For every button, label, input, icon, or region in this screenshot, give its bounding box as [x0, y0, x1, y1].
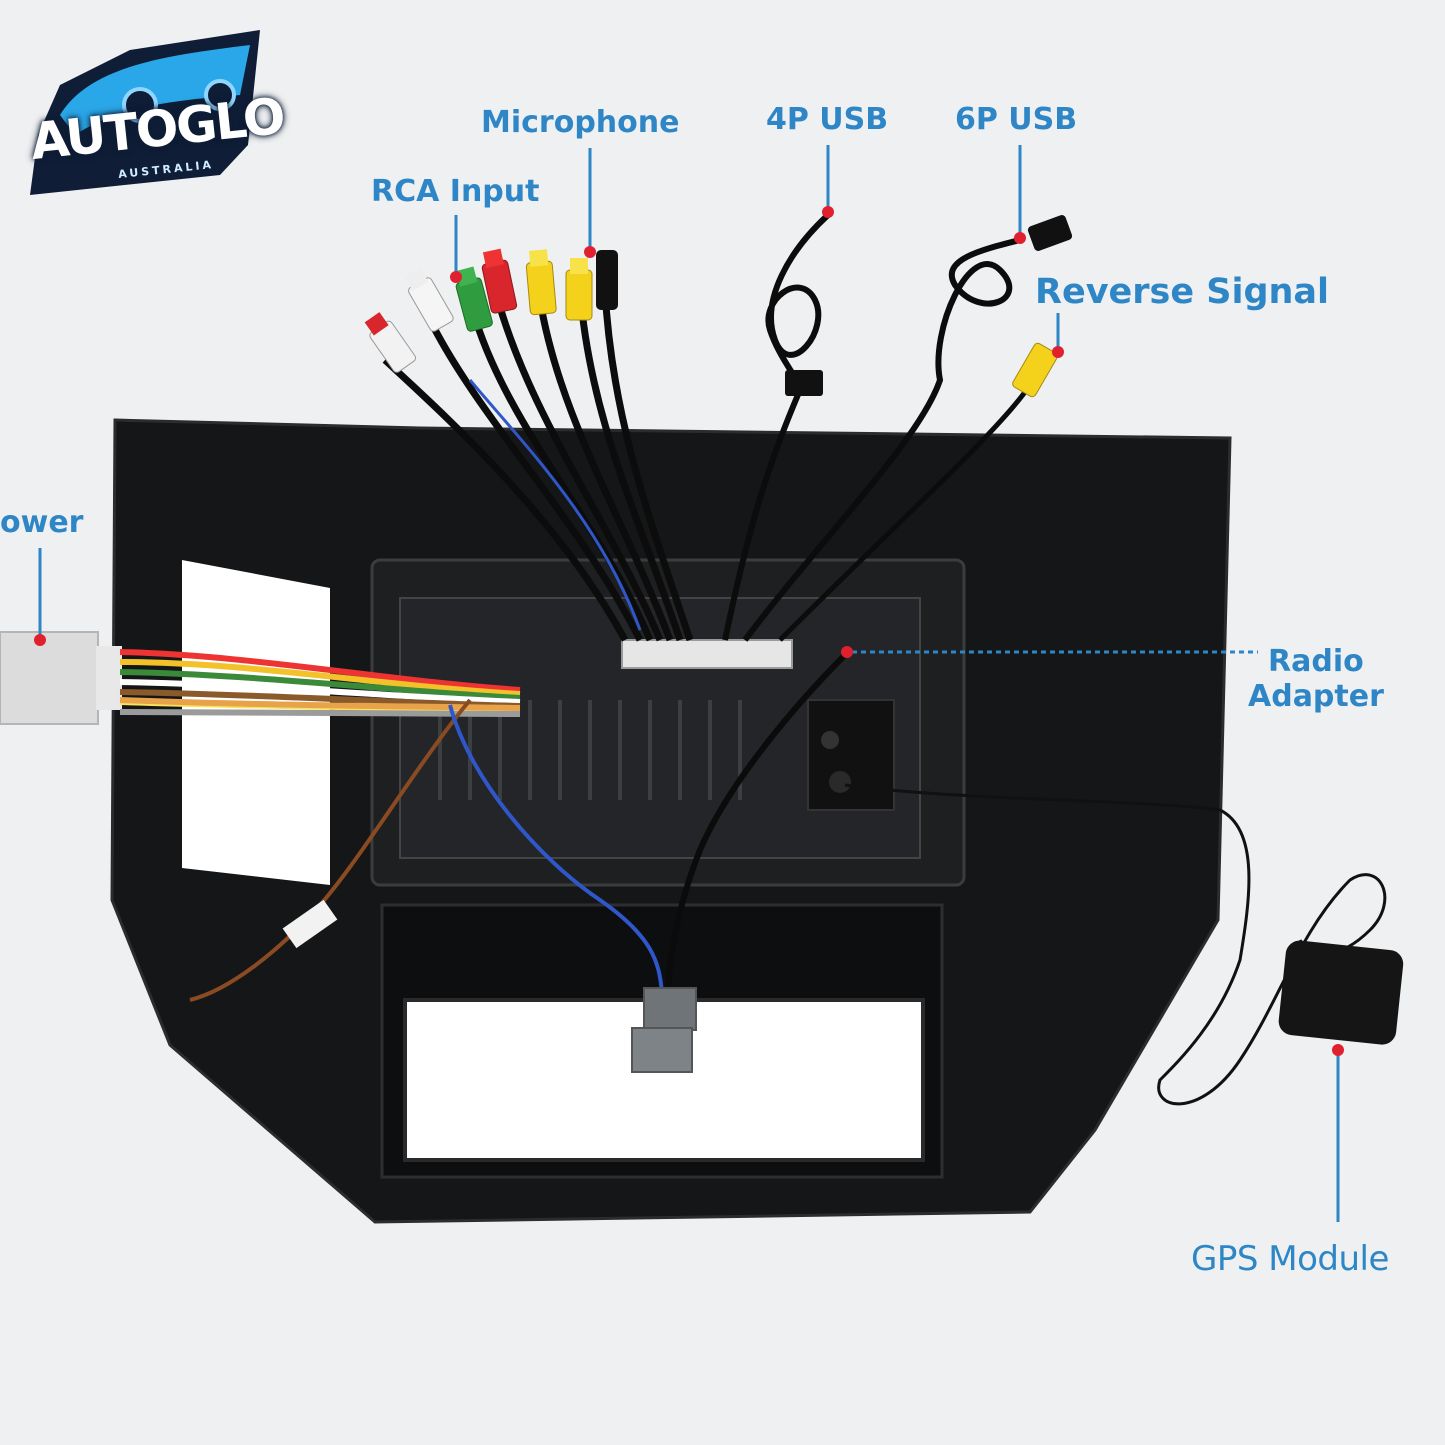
label-4p-usb: 4P USB	[766, 102, 889, 137]
power-connector	[0, 631, 99, 725]
label-6p-usb: 6P USB	[955, 102, 1078, 137]
label-rca-input: RCA Input	[371, 174, 540, 209]
label-gps-module: GPS Module	[1191, 1239, 1389, 1279]
autoglo-logo	[30, 30, 260, 195]
marker-6p-usb	[1014, 232, 1026, 244]
rca-cables	[382, 289, 694, 642]
marker-microphone	[584, 246, 596, 258]
rca-plugs	[364, 248, 618, 373]
label-power: ower	[0, 505, 84, 540]
gps-module-puck	[1278, 940, 1404, 1045]
label-reverse-signal: Reverse Signal	[1035, 272, 1330, 312]
marker-4p-usb	[822, 206, 834, 218]
gps-port-panel	[807, 699, 895, 811]
reverse-signal-cable	[778, 383, 1033, 642]
left-cutout	[182, 560, 330, 885]
marker-gps-module	[1332, 1044, 1344, 1056]
label-microphone: Microphone	[481, 105, 680, 140]
usb-6p-cable	[742, 237, 1021, 642]
marker-radio-adapter	[841, 646, 853, 658]
marker-rca-input	[450, 271, 462, 283]
label-radio-adapter-line2: Adapter	[1248, 679, 1384, 714]
gps-cable	[844, 783, 1387, 1106]
connector-block	[621, 639, 793, 669]
radio-adapter-plug	[643, 987, 697, 1031]
marker-reverse-signal	[1052, 346, 1064, 358]
marker-power	[34, 634, 46, 646]
usb-4p-cable	[722, 212, 831, 641]
label-radio-adapter-line1: Radio	[1268, 644, 1364, 679]
